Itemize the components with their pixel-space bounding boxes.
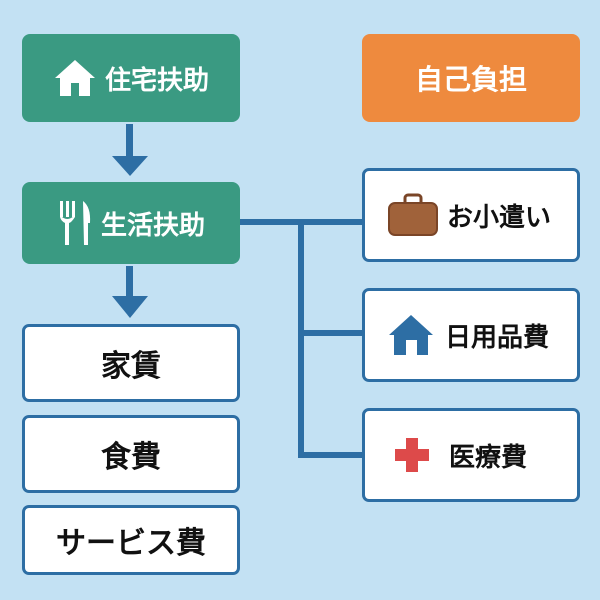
allowance-label: お小遣い — [447, 202, 552, 233]
living-aid-box: 生活扶助 — [22, 182, 240, 264]
living-aid-label: 生活扶助 — [100, 210, 205, 241]
food-box: 食費 — [22, 415, 240, 493]
daily-goods-label: 日用品費 — [445, 322, 550, 353]
housing-aid-label: 住宅扶助 — [104, 65, 209, 96]
service-fee-box: サービス費 — [22, 505, 240, 575]
self-pay-header: 自己負担 — [362, 34, 580, 122]
arrow-head-2 — [112, 296, 148, 318]
service-fee-label: サービス費 — [56, 526, 206, 561]
briefcase-icon — [387, 193, 439, 237]
house-icon — [53, 58, 97, 98]
allowance-box: お小遣い — [362, 168, 580, 262]
medical-cross-icon — [393, 436, 431, 474]
arrow-shaft-1 — [126, 124, 133, 158]
home-icon — [387, 313, 437, 357]
fork-knife-icon — [57, 199, 93, 247]
daily-goods-box: 日用品費 — [362, 288, 580, 382]
arrow-head-1 — [112, 156, 148, 176]
medical-label: 医療費 — [449, 442, 528, 473]
rent-box: 家賃 — [22, 324, 240, 402]
medical-box: 医療費 — [362, 408, 580, 502]
housing-aid-box: 住宅扶助 — [22, 34, 240, 122]
self-pay-label: 自己負担 — [414, 63, 527, 96]
rent-label: 家賃 — [101, 349, 161, 384]
arrow-shaft-2 — [126, 266, 133, 298]
food-label: 食費 — [101, 440, 161, 475]
